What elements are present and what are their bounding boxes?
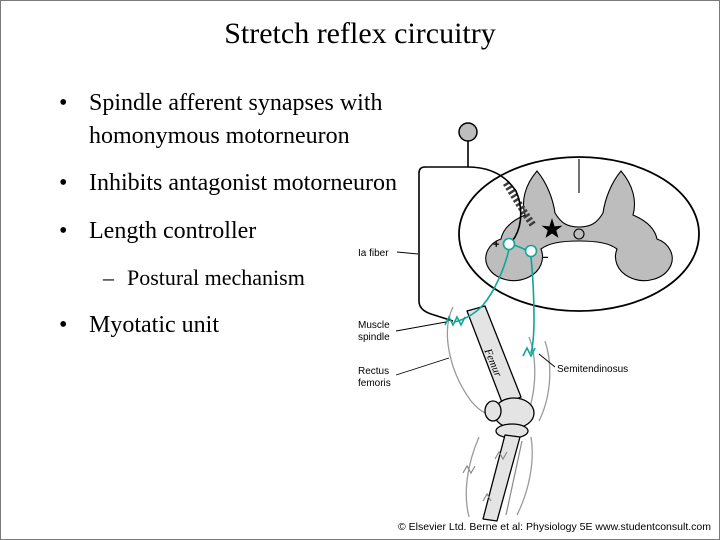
ia-fiber-group: [418, 122, 522, 322]
rectus-femoris-label-line1: Rectus: [358, 366, 389, 377]
patella: [484, 400, 502, 422]
sub-bullet-item: – Postural mechanism: [103, 263, 415, 293]
bullet-marker: –: [103, 264, 114, 290]
muscle-spindle-coil: [444, 315, 466, 327]
bullet-list: • Spindle afferent synapses with homonym…: [59, 87, 415, 357]
nerve-to-semitendinosus: [530, 256, 535, 354]
bullet-item: • Spindle afferent synapses with homonym…: [59, 87, 415, 152]
bullet-text: Postural mechanism: [127, 264, 305, 290]
inhibitory-synapse: [524, 244, 538, 258]
motorneuron-star: [541, 218, 563, 238]
rectus-femoris-pointer: [395, 357, 450, 376]
ia-fiber-pointer: [396, 251, 419, 255]
rectus-femoris-label-line2: femoris: [358, 378, 391, 389]
bullet-marker: •: [59, 90, 68, 116]
muscle-spindle-label-line1: Muscle: [358, 320, 390, 331]
bullet-text: Spindle afferent synapses with homonymou…: [89, 90, 383, 149]
bullet-text: Inhibits antagonist motorneuron: [89, 170, 397, 197]
semitendinosus-pointer: [538, 353, 556, 368]
descending-fiber-streak: [503, 181, 536, 228]
diagram-labels: Ia fiber Muscle spindle Rectus femoris S…: [358, 248, 628, 389]
femur-bone: [466, 305, 522, 406]
bullet-marker: •: [59, 217, 68, 244]
muscle-spindle-label-line2: spindle: [358, 332, 390, 343]
plus-sign: +: [493, 239, 499, 251]
copyright-credit: © Elsevier Ltd. Berne et al: Physiology …: [398, 521, 711, 533]
leg-group: [446, 305, 551, 522]
calf-muscle-outline: [465, 436, 533, 518]
page-title: Stretch reflex circuitry: [224, 17, 496, 50]
semitendinosus-label: Semitendinosus: [557, 364, 628, 375]
minus-sign: −: [542, 252, 548, 264]
muscle-spindle-pointer: [395, 321, 447, 332]
tibia-bone: [482, 434, 521, 522]
bullet-item: • Length controller: [59, 215, 415, 248]
bullet-text: Length controller: [89, 217, 257, 244]
bullet-item: • Inhibits antagonist motorneuron: [59, 167, 415, 200]
muscle-hatch-lower-leg: [462, 450, 508, 502]
nerve-circuit-group: + −: [444, 237, 548, 358]
dorsal-root-ganglion: [458, 122, 478, 142]
semitendinosus-ending: [522, 346, 536, 358]
bullet-marker: •: [59, 170, 68, 197]
bullet-text: Myotatic unit: [89, 312, 219, 339]
bullet-marker: •: [59, 312, 68, 339]
central-canal: [573, 228, 585, 240]
ia-fiber-path: [418, 166, 522, 322]
bullet-item: • Myotatic unit: [59, 309, 415, 342]
ia-fiber-label: Ia fiber: [358, 248, 389, 259]
stretch-reflex-diagram: + − Ia fiber Muscle spindle Rectus femor…: [358, 122, 700, 522]
excitatory-synapse: [502, 237, 516, 251]
fibula-bone: [505, 440, 523, 516]
